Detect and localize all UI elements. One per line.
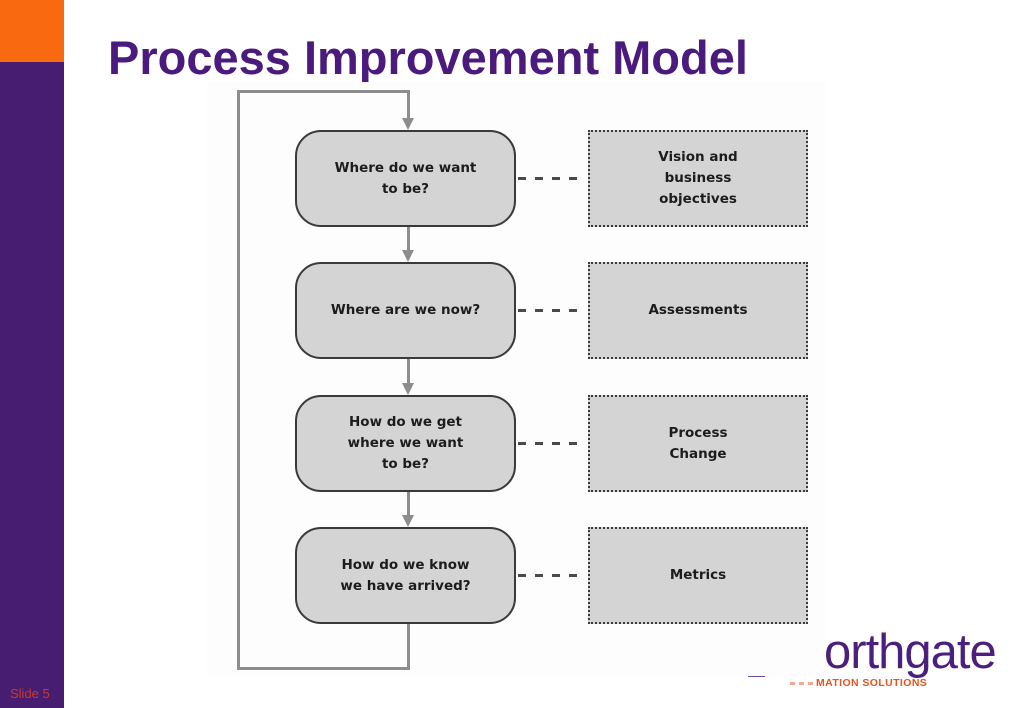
connector-line [407,492,410,516]
feedback-loop-line [407,624,410,670]
question-box-how-do-we-get-there: How do we get where we want to be? [295,395,516,492]
dashed-connector [518,574,586,577]
process-improvement-diagram: Where do we want to be? Vision and busin… [207,82,826,676]
arrow-down-icon [402,515,414,527]
question-box-where-do-we-want-to-be: Where do we want to be? [295,130,516,227]
slide-number: Slide 5 [10,686,50,701]
question-box-how-do-we-know-arrived: How do we know we have arrived? [295,527,516,624]
sidebar-orange-square [0,0,64,62]
output-box-metrics: Metrics [588,527,808,624]
output-box-assessments: Assessments [588,262,808,359]
connector-line [407,359,410,384]
question-box-where-are-we-now: Where are we now? [295,262,516,359]
sidebar-bar [0,0,64,708]
arrow-down-icon [402,250,414,262]
dashed-connector [518,177,586,180]
output-box-vision-and-business-objectives: Vision and business objectives [588,130,808,227]
dashed-connector [518,442,586,445]
feedback-loop-line [237,667,410,670]
output-box-process-change: Process Change [588,395,808,492]
northgate-logo-tagline: MATION SOLUTIONS [816,677,928,689]
feedback-loop-line [237,90,240,670]
arrow-down-icon [402,118,414,130]
arrow-down-icon [402,383,414,395]
logo-fragment [790,682,814,685]
dashed-connector [518,309,586,312]
connector-line [407,227,410,251]
feedback-loop-line [237,90,410,93]
northgate-logo: orthgate [824,625,997,679]
page-title: Process Improvement Model [108,31,748,84]
feedback-loop-line [407,93,410,119]
